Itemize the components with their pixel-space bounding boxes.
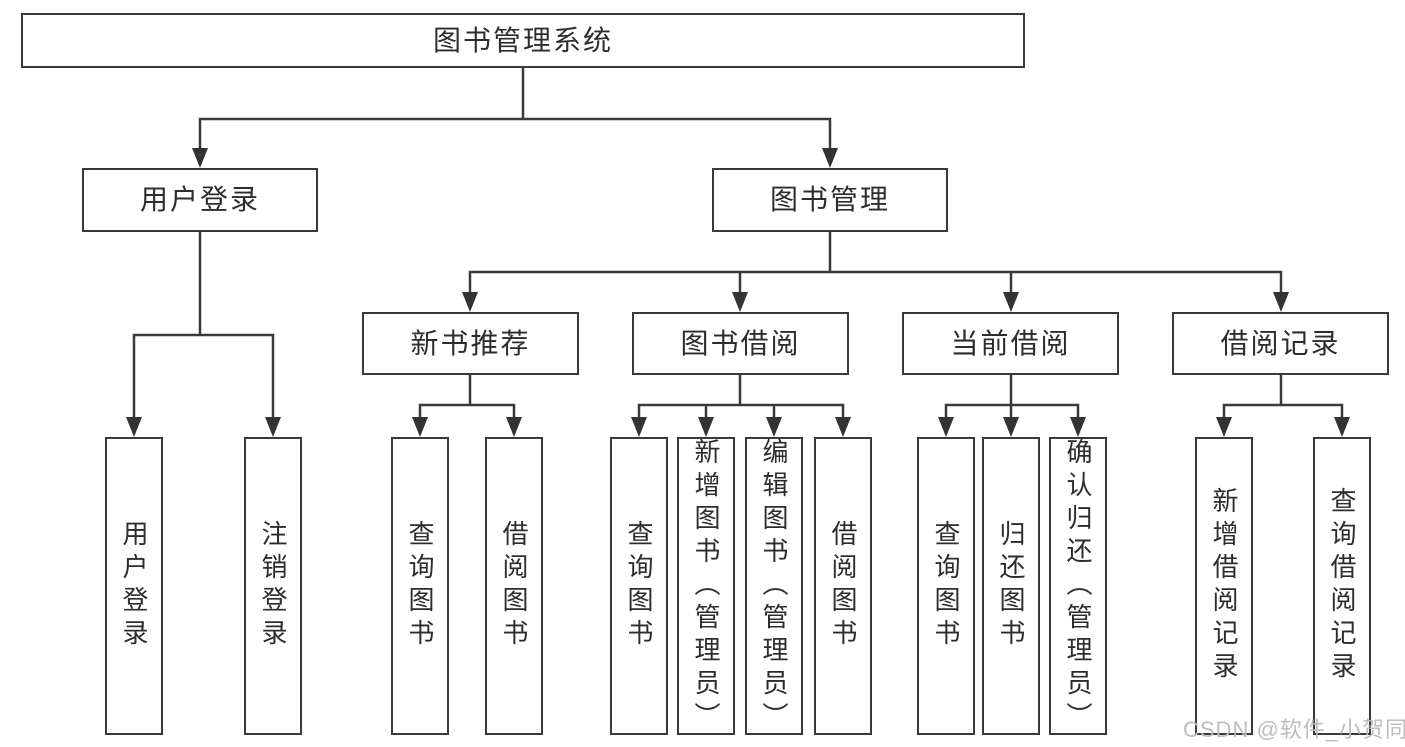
leaf-borrow-query-label: 查询图书 [624,520,654,652]
leaf-current-confirm-admin: 确认归还（管理员） [1049,437,1107,735]
leaf-borrow-add-admin: 新增图书（管理员） [677,437,735,735]
csdn-watermark: CSDN @软件_小贺同学 [1183,717,1405,742]
leaf-current-return-label: 归还图书 [996,520,1026,652]
leaf-newbook-borrow-label: 借阅图书 [499,520,529,652]
leaf-newbook-query-label: 查询图书 [405,520,435,652]
leaf-borrow-edit-admin: 编辑图书（管理员） [745,437,803,735]
node-user-login: 用户登录 [82,168,318,232]
leaf-record-query-label: 查询借阅记录 [1327,487,1357,685]
leaf-newbook-query: 查询图书 [391,437,449,735]
leaf-current-confirm-admin-label: 确认归还（管理员） [1063,437,1093,735]
leaf-current-query-label: 查询图书 [931,520,961,652]
leaf-user-login-label: 用户登录 [119,520,149,652]
leaf-user-login: 用户登录 [105,437,163,735]
leaf-record-query: 查询借阅记录 [1313,437,1371,735]
node-book-management: 图书管理 [712,168,948,232]
leaf-current-return: 归还图书 [982,437,1040,735]
leaf-borrow-query: 查询图书 [610,437,668,735]
leaf-logout-label: 注销登录 [258,520,288,652]
node-root-system: 图书管理系统 [21,13,1025,68]
leaf-logout: 注销登录 [244,437,302,735]
node-current-borrowing: 当前借阅 [902,312,1119,375]
node-new-book-recommend: 新书推荐 [362,312,579,375]
leaf-borrow-borrow-label: 借阅图书 [828,520,858,652]
leaf-borrow-borrow: 借阅图书 [814,437,872,735]
node-borrow-records: 借阅记录 [1172,312,1389,375]
leaf-current-query: 查询图书 [917,437,975,735]
leaf-record-add-label: 新增借阅记录 [1209,487,1239,685]
leaf-record-add: 新增借阅记录 [1195,437,1253,735]
leaf-borrow-add-admin-label: 新增图书（管理员） [691,437,721,735]
node-book-borrowing: 图书借阅 [632,312,849,375]
leaf-newbook-borrow: 借阅图书 [485,437,543,735]
leaf-borrow-edit-admin-label: 编辑图书（管理员） [759,437,789,735]
